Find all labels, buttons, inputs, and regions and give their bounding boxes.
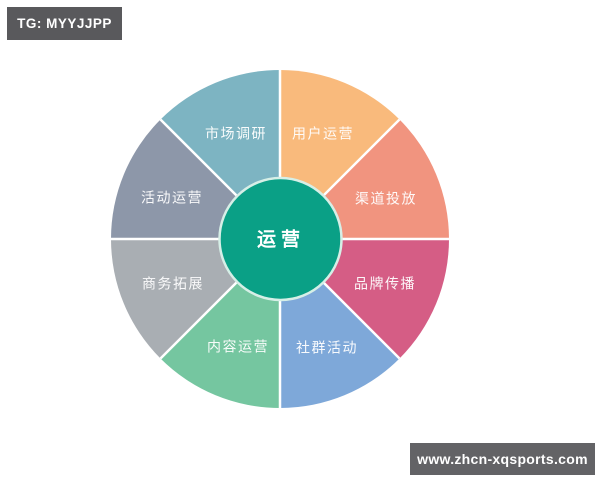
center-label: 运营	[257, 228, 305, 251]
segment-label-user-ops: 用户运营	[292, 126, 354, 143]
website-watermark-text: www.zhcn-xqsports.com	[417, 451, 588, 467]
telegram-watermark-badge: TG: MYYJJPP	[7, 7, 122, 40]
segment-label-content-ops: 内容运营	[207, 339, 269, 356]
segment-label-market-research: 市场调研	[205, 126, 267, 143]
segment-label-event-ops: 活动运营	[141, 191, 203, 207]
website-watermark-badge: www.zhcn-xqsports.com	[410, 443, 595, 475]
segment-label-business-development: 商务拓展	[142, 277, 204, 293]
segment-label-brand-communication: 品牌传播	[354, 276, 416, 293]
segment-label-channel-placement: 渠道投放	[355, 192, 417, 208]
telegram-watermark-text: TG: MYYJJPP	[17, 16, 112, 31]
center-circle	[218, 176, 343, 302]
segment-label-community-activity: 社群活动	[296, 341, 358, 357]
